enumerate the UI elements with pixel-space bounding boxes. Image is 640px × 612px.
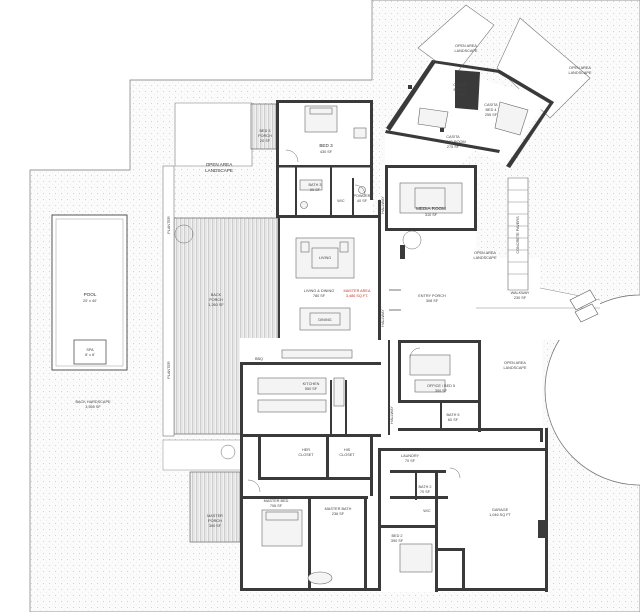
label-laundry-area: 70 SF <box>405 459 416 463</box>
label-planter-bottom: PLANTER <box>167 361 171 379</box>
label-open-area-ne: OPEN AREA <box>455 44 477 48</box>
label-entry-porch: ENTRY PORCH <box>418 294 446 298</box>
label-open-area-ne-sub: LANDSCAPE <box>454 49 477 53</box>
label-bed2: BED 2 <box>392 534 403 538</box>
label-garage-area: 1,046 SQ FT <box>489 513 511 517</box>
label-office: OFFICE / BED 5 <box>427 384 455 388</box>
label-bed3-porch: BED 3 <box>260 129 271 133</box>
label-master-area: MASTER AREA <box>343 289 370 293</box>
label-office-area: 300 SF <box>435 389 448 393</box>
label-open-area-se-sub: LANDSCAPE <box>503 366 526 370</box>
label-casita-bed-area: 255 SF <box>485 113 498 117</box>
label-pool-size: 20' x 40' <box>83 299 97 303</box>
room-labels: OPEN AREA LANDSCAPE OPEN AREA LANDSCAPE … <box>75 44 591 543</box>
label-casita-bath-area: 75 SF <box>455 93 466 97</box>
label-dining: DINING <box>318 318 331 322</box>
furniture <box>174 101 599 585</box>
label-open-area-ne2-sub: LANDSCAPE <box>568 71 591 75</box>
pool-area <box>51 214 128 371</box>
label-concrete-pavers: CONCRETE PAVERS <box>516 216 520 254</box>
label-media-room-area: 310 SF <box>425 213 438 217</box>
vertical-labels: PLANTER PLANTER HALLWAY HALLWAY HALLWAY … <box>167 196 520 424</box>
label-bed3-area: 430 SF <box>320 150 333 154</box>
label-living-dining: LIVING & DINING <box>304 289 334 293</box>
label-casita-living-sub: LIVING ROOM <box>440 140 465 144</box>
label-bed3-porch-area: 20 SF <box>260 139 271 143</box>
label-hallway-s: HALLWAY <box>390 406 394 424</box>
label-her-closet-sub: CLOSET <box>298 453 314 457</box>
label-master-bath-area: 236 SF <box>332 512 345 516</box>
concrete-pavers <box>507 177 529 291</box>
label-entry-porch-area: 308 SF <box>426 299 439 303</box>
label-his-closet-sub: CLOSET <box>339 453 355 457</box>
label-open-area-se: OPEN AREA <box>504 361 526 365</box>
label-back-porch-area: 1,260 SF <box>208 303 224 307</box>
label-pool: POOL <box>84 292 97 297</box>
label-open-area-e: OPEN AREA <box>474 251 496 255</box>
label-bath2: BATH 2 <box>418 485 431 489</box>
label-bath2-area: 70 SF <box>420 490 431 494</box>
label-wc2: W/C <box>423 509 431 513</box>
label-powder-area: 40 SF <box>357 199 368 203</box>
label-walkway: WALKWAY <box>511 291 530 295</box>
label-master-bed: MASTER BED <box>264 499 289 503</box>
label-back-hardscape: BACK HARDSCAPE <box>75 400 110 404</box>
label-powder: POWDER <box>353 194 370 198</box>
label-walkway-area: 230 SF <box>514 296 527 300</box>
bed3-porch-deck <box>250 103 277 150</box>
label-open-area-ne2: OPEN AREA <box>569 66 591 70</box>
label-laundry: LAUNDRY <box>401 454 420 458</box>
label-master-porch: MASTER <box>207 514 223 518</box>
label-living-dining-area: 780 SF <box>313 294 326 298</box>
label-master-bed-area: 706 SF <box>270 504 283 508</box>
label-her-closet: HER <box>302 448 310 452</box>
label-bbq: BBQ <box>255 357 263 361</box>
master-porch-deck <box>189 471 241 543</box>
label-casita-bath-sub: BATH 4 <box>453 88 466 92</box>
label-master-porch-area: 300 SF <box>209 524 222 528</box>
label-casita-bed-sub: BED 4 <box>486 108 497 112</box>
label-back-porch: BACK <box>211 293 222 297</box>
planter <box>162 165 175 437</box>
label-living: LIVING <box>319 256 331 260</box>
label-open-area-n-sub: LANDSCAPE <box>205 168 233 173</box>
label-garage: GARAGE <box>492 508 509 512</box>
label-hallway-mid: HALLWAY <box>381 309 385 327</box>
label-wc: W/C <box>337 199 345 203</box>
label-open-area-e-sub: LANDSCAPE <box>473 256 496 260</box>
label-master-area-size: 3,486 SQ.FT. <box>346 294 368 298</box>
label-master-bath: MASTER BATH <box>325 507 352 511</box>
label-spa-size: 8' x 8' <box>85 353 95 357</box>
label-spa: SPA <box>86 348 94 352</box>
label-bath3-area: 90 SF <box>310 188 321 192</box>
label-kitchen-area: 550 SF <box>305 387 318 391</box>
label-hallway-n: HALLWAY <box>381 196 385 214</box>
label-bath3: BATH 3 <box>308 183 321 187</box>
label-his-closet: HIS <box>344 448 351 452</box>
label-casita-bath: CASITA <box>453 83 467 87</box>
label-open-area-n: OPEN AREA <box>206 162 233 167</box>
label-bath5: BATH 5 <box>446 413 459 417</box>
label-bed2-area: 390 SF <box>391 539 404 543</box>
label-back-hardscape-area: 3,555 SF <box>85 405 101 409</box>
label-bath5-area: 60 SF <box>448 418 459 422</box>
label-casita-living: CASITA <box>446 135 460 139</box>
label-back-porch-sub: PORCH <box>209 298 223 302</box>
label-casita-living-area: 275 SF <box>447 145 460 149</box>
label-bed3: BED 3 <box>319 143 333 148</box>
walls <box>240 60 554 592</box>
label-master-porch-sub: PORCH <box>208 519 222 523</box>
label-bed3-porch-sub: PORCH <box>258 134 272 138</box>
label-kitchen: KITCHEN <box>303 382 320 386</box>
label-planter-top: PLANTER <box>167 216 171 234</box>
label-media-room: MEDIA ROOM <box>416 206 446 211</box>
label-casita-bed: CASITA <box>484 103 498 107</box>
